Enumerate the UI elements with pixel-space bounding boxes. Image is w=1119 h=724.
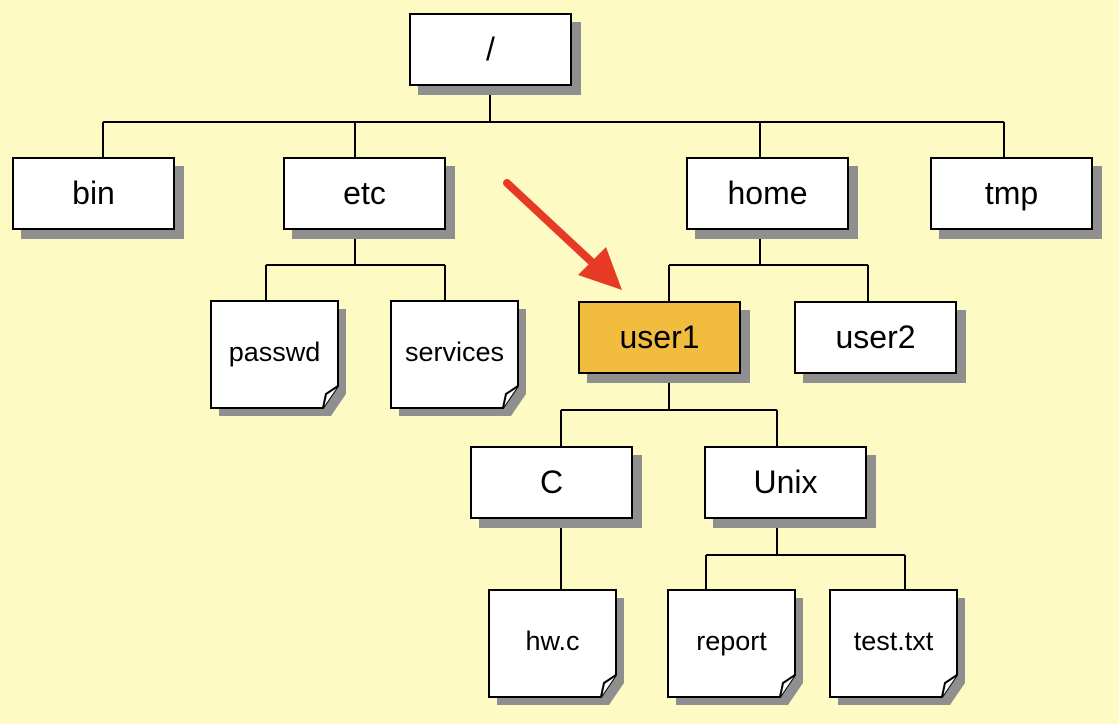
file-hw-c-label: hw.c xyxy=(525,626,580,656)
dir-etc[interactable]: etc xyxy=(283,157,446,230)
file-test-txt-label: test.txt xyxy=(853,626,934,656)
pointer-arrow-icon xyxy=(503,179,622,290)
file-services-icon xyxy=(390,300,526,416)
dir-unix[interactable]: Unix xyxy=(704,446,867,519)
dir-user2[interactable]: user2 xyxy=(794,301,957,374)
file-test-txt-icon xyxy=(829,589,965,705)
dir-c[interactable]: C xyxy=(470,446,633,519)
dir-user1-highlighted[interactable]: user1 xyxy=(578,301,741,374)
dir-bin-label: bin xyxy=(72,175,115,211)
file-hw-c-icon xyxy=(488,589,624,705)
file-hw-c[interactable]: hw.c xyxy=(489,590,616,693)
file-passwd[interactable]: passwd xyxy=(211,301,338,404)
dir-tmp[interactable]: tmp xyxy=(930,157,1093,230)
dir-etc-label: etc xyxy=(343,175,386,211)
file-passwd-icon xyxy=(210,300,346,416)
dir-tmp-label: tmp xyxy=(984,175,1039,211)
dir-root-label: / xyxy=(486,31,495,67)
dir-root[interactable]: / xyxy=(409,13,572,86)
dir-home-label: home xyxy=(727,175,808,211)
file-passwd-label: passwd xyxy=(228,337,321,367)
dir-home[interactable]: home xyxy=(686,157,849,230)
file-report-icon xyxy=(667,589,803,705)
file-test-txt[interactable]: test.txt xyxy=(830,590,957,693)
file-services-label: services xyxy=(404,337,505,367)
dir-c-label: C xyxy=(539,464,564,500)
dir-user2-label: user2 xyxy=(835,319,916,355)
file-report[interactable]: report xyxy=(668,590,795,693)
connector-lines xyxy=(102,86,1005,590)
file-services[interactable]: services xyxy=(391,301,518,404)
file-report-label: report xyxy=(696,626,767,656)
dir-user1-label: user1 xyxy=(619,319,700,355)
dir-bin[interactable]: bin xyxy=(12,157,175,230)
dir-unix-label: Unix xyxy=(753,464,818,500)
